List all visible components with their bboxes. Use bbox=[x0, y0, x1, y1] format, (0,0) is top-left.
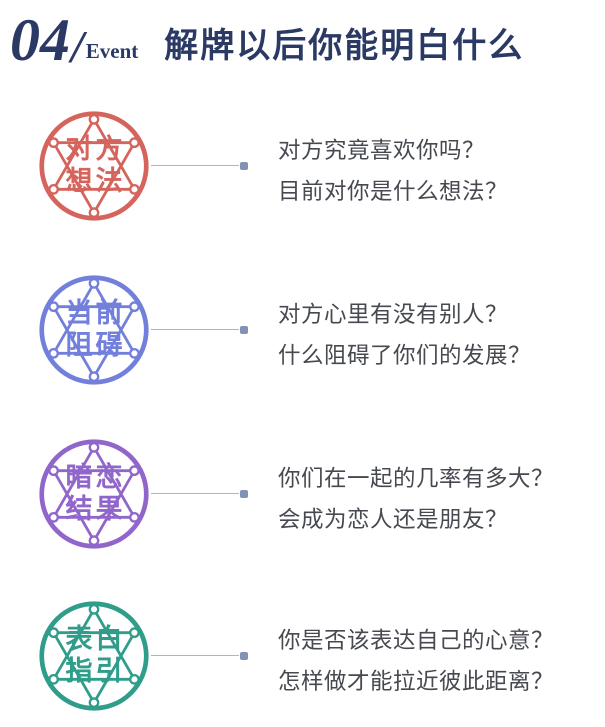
seal-label-line2: 阻碍 bbox=[65, 330, 126, 360]
seal-label-line2: 结果 bbox=[65, 494, 126, 524]
connector-dot-icon bbox=[240, 161, 248, 170]
benefit-row: 当前 阻碍 对方心里有没有别人？ 什么阻碍了你们的发展？ bbox=[0, 274, 605, 386]
section-header: 04 / Event 解牌以后你能明白什么 bbox=[10, 0, 605, 70]
section-slash: / bbox=[71, 21, 84, 72]
benefit-question-2: 什么阻碍了你们的发展？ bbox=[278, 343, 532, 368]
benefit-question-1: 你们在一起的几率有多大？ bbox=[278, 466, 555, 491]
hexagram-seal-graphic bbox=[39, 275, 149, 385]
seal-label: 对方 想法 bbox=[38, 110, 150, 222]
seal-label-line2: 指引 bbox=[65, 656, 126, 686]
connector-line bbox=[151, 489, 248, 498]
section-event-label: Event bbox=[85, 39, 139, 63]
benefit-question-1: 你是否该表达自己的心意？ bbox=[278, 628, 555, 653]
benefit-row: 暗恋 结果 你们在一起的几率有多大？ 会成为恋人还是朋友？ bbox=[0, 438, 605, 550]
connector-dot-icon bbox=[240, 489, 248, 498]
connector-line bbox=[151, 325, 248, 334]
benefit-question-1: 对方究竟喜欢你吗？ bbox=[278, 138, 486, 163]
seal-label: 表白 指引 bbox=[38, 600, 150, 712]
connector-dot-icon bbox=[240, 651, 248, 660]
seal-label: 暗恋 结果 bbox=[38, 438, 150, 550]
benefit-question-1: 对方心里有没有别人？ bbox=[278, 302, 509, 327]
seal-label-line1: 表白 bbox=[65, 624, 126, 655]
hexagram-seal-icon: 对方 想法 bbox=[38, 110, 150, 222]
section-title: 解牌以后你能明白什么 bbox=[164, 27, 525, 65]
hexagram-seal-icon: 表白 指引 bbox=[38, 600, 150, 712]
benefit-questions: 对方心里有没有别人？ 什么阻碍了你们的发展？ bbox=[278, 294, 531, 376]
benefit-question-2: 怎样做才能拉近彼此距离？ bbox=[278, 669, 555, 694]
benefit-questions: 你是否该表达自己的心意？ 怎样做才能拉近彼此距离？ bbox=[278, 620, 554, 702]
seal-label-line1: 暗恋 bbox=[65, 462, 126, 493]
seal-label: 当前 阻碍 bbox=[38, 274, 150, 386]
connector-line bbox=[151, 651, 248, 660]
hexagram-seal-icon: 当前 阻碍 bbox=[38, 274, 150, 386]
connector-dot-icon bbox=[240, 325, 248, 334]
hexagram-seal-icon: 暗恋 结果 bbox=[38, 438, 150, 550]
seal-label-line1: 当前 bbox=[65, 298, 126, 329]
hexagram-seal-graphic bbox=[39, 601, 149, 711]
connector-line bbox=[151, 161, 248, 170]
seal-label-line2: 想法 bbox=[65, 166, 126, 196]
benefit-question-2: 会成为恋人还是朋友？ bbox=[278, 507, 509, 532]
hexagram-seal-graphic bbox=[39, 111, 149, 221]
benefit-row: 表白 指引 你是否该表达自己的心意？ 怎样做才能拉近彼此距离？ bbox=[0, 600, 605, 712]
benefit-question-2: 目前对你是什么想法？ bbox=[278, 179, 509, 204]
hexagram-seal-graphic bbox=[39, 439, 149, 549]
benefit-questions: 对方究竟喜欢你吗？ 目前对你是什么想法？ bbox=[278, 130, 508, 212]
section-number: 04 bbox=[10, 7, 70, 73]
benefit-questions: 你们在一起的几率有多大？ 会成为恋人还是朋友？ bbox=[278, 458, 554, 540]
seal-label-line1: 对方 bbox=[65, 134, 126, 165]
benefit-row: 对方 想法 对方究竟喜欢你吗？ 目前对你是什么想法？ bbox=[0, 110, 605, 222]
